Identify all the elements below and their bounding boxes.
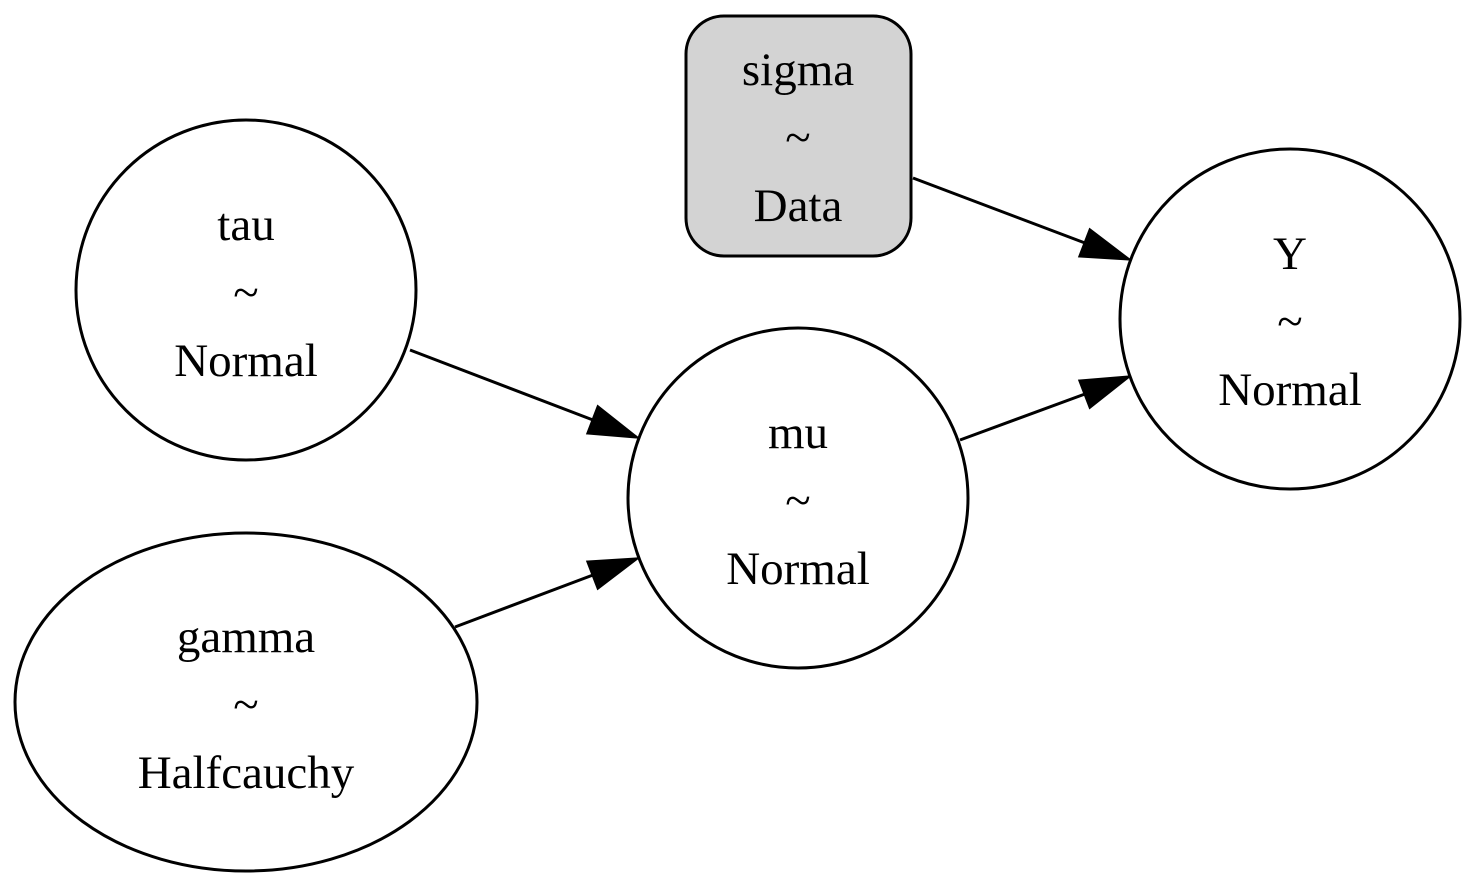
node-tau: tau ~ Normal (74, 118, 418, 462)
edge-mu-to-y (959, 375, 1133, 442)
node-y-dist: Normal (1218, 364, 1362, 416)
node-tau-shape (74, 118, 418, 462)
node-sigma-dist: Data (754, 180, 843, 232)
node-tau-name: tau (217, 199, 274, 251)
node-sigma: sigma ~ Data (684, 14, 913, 258)
node-gamma-dist: Halfcauchy (138, 747, 355, 799)
edge-tau-to-mu (409, 348, 641, 439)
node-tau-dist: Normal (174, 335, 318, 387)
node-mu-shape (626, 326, 970, 670)
node-mu-tilde: ~ (785, 475, 810, 527)
node-sigma-shape (684, 14, 913, 258)
node-y-tilde: ~ (1277, 296, 1302, 348)
node-gamma-name: gamma (177, 611, 315, 663)
node-y-name: Y (1273, 228, 1307, 280)
node-tau-tilde: ~ (233, 267, 258, 319)
node-y-shape (1118, 147, 1462, 491)
node-gamma-tilde: ~ (233, 679, 258, 731)
node-sigma-tilde: ~ (785, 112, 810, 164)
node-gamma-shape (13, 531, 479, 873)
edge-gamma-to-mu (454, 557, 641, 629)
node-mu-name: mu (768, 407, 828, 459)
node-gamma: gamma ~ Halfcauchy (13, 531, 479, 873)
node-mu: mu ~ Normal (626, 326, 970, 670)
node-mu-dist: Normal (726, 543, 870, 595)
node-y: Y ~ Normal (1118, 147, 1462, 491)
node-sigma-name: sigma (742, 44, 854, 96)
edge-sigma-to-y (912, 176, 1133, 261)
